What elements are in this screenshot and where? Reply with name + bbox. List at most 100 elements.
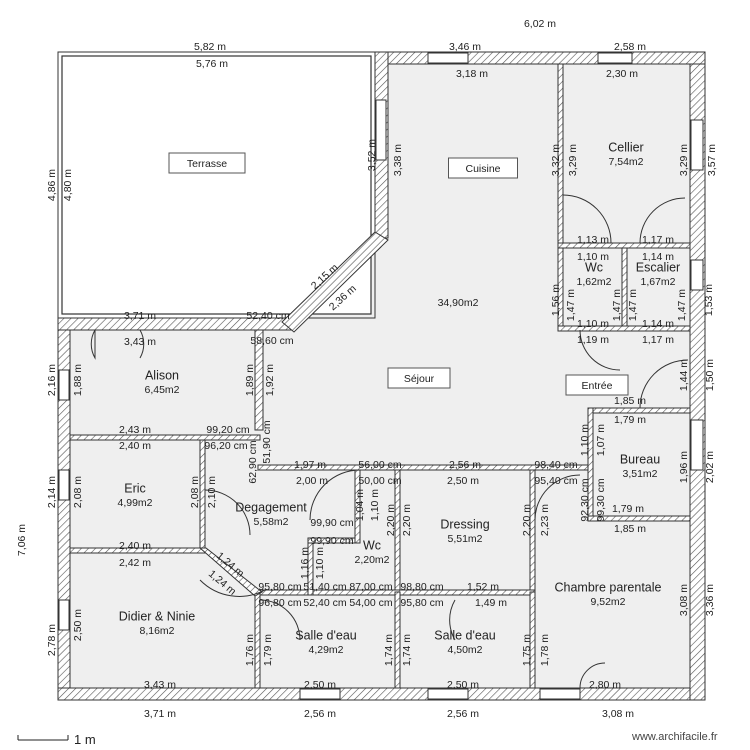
dimension-label: 1,74 m [383,634,395,666]
dimension-label: 7,06 m [16,524,28,556]
room-area: 4,99m2 [117,497,152,509]
dimension-label: 1,50 m [704,359,716,391]
wall [529,591,536,689]
dimension-label: 1,14 m [642,318,674,330]
room-name: Chambre parentale [554,580,661,594]
room-name: Séjour [404,373,435,385]
door-swing [449,599,456,641]
dimension-label: 2,10 m [206,476,218,508]
window [539,688,581,700]
room-name: Terrasse [187,158,227,170]
dimension-label: 51,90 cm [261,420,273,463]
dimension-label: 98,80 cm [400,581,443,593]
wall [394,591,401,689]
dimension-label: 96,80 cm [258,597,301,609]
room-name: Cuisine [465,163,500,175]
dimension-label: 2,20 m [521,504,533,536]
door-swing [199,579,266,597]
dimension-label: 3,71 m [144,708,176,720]
dimension-label: 99,90 cm [310,517,353,529]
scale-label: 1 m [74,732,96,747]
door-swing [579,662,606,689]
dimension-label: 92,30 cm [579,478,591,521]
dimension-label: 1,78 m [539,634,551,666]
room-name: Wc [585,260,603,274]
room-name: Didier & Ninie [119,609,195,623]
dimension-label: 3,43 m [124,336,156,348]
dimension-label: 1,17 m [642,234,674,246]
room-area: 4,50m2 [447,644,482,656]
dimension-label: 2,02 m [704,451,716,483]
dimension-label: 52,40 cm [246,310,289,322]
dimension-label: 2,23 m [539,504,551,536]
window [427,688,469,700]
dimension-label: 2,58 m [614,41,646,53]
dimension-label: 96,20 cm [204,440,247,452]
doors-windows [58,52,704,700]
room-area: 2,20m2 [354,554,389,566]
dimension-label: 95,80 cm [258,581,301,593]
dimension-label: 99,30 cm [595,478,607,521]
dimension-label: 1,14 m [642,251,674,263]
dimension-label: 2,50 m [447,679,479,691]
dimension-label: 1,56 m [550,284,562,316]
room-name: Eric [124,481,146,495]
door-swing [90,329,96,360]
dimension-label: 1,10 m [314,547,326,579]
dimension-label: 1,74 m [401,634,413,666]
dimension-label: 98,40 cm [534,459,577,471]
dimension-label: 1,44 m [678,359,690,391]
dimension-label: 1,47 m [627,289,639,321]
door-swing [309,469,361,521]
window [690,119,704,171]
dimension-label: 52,40 cm [303,597,346,609]
dimension-label: 95,40 cm [534,475,577,487]
window [597,52,633,64]
dimension-label: 2,56 m [304,708,336,720]
room-area: 7,54m2 [608,156,643,168]
room-label-box [387,367,451,389]
dimension-label: 3,43 m [144,679,176,691]
room-label-box [448,157,518,179]
dimension-label: 1,92 m [264,364,276,396]
room-label-box [168,152,246,174]
dimension-label: 1,10 m [579,424,591,456]
dimension-label: 62,90 cm [247,440,259,483]
dimension-label: 51,40 cm [303,581,346,593]
dimension-label: 2,40 m [119,540,151,552]
dimension-label: 2,20 m [385,504,397,536]
dimension-label: 50,00 cm [358,475,401,487]
dimension-label: 1,13 m [577,234,609,246]
room-name: Degagement [235,500,307,514]
dimension-label: 1,75 m [521,634,533,666]
room-name: Cellier [608,140,643,154]
window [58,599,70,631]
dimension-label: 1,89 m [244,364,256,396]
door-swing [562,194,612,244]
room-area: 6,45m2 [144,384,179,396]
dimension-label: 58,60 cm [250,335,293,347]
dimension-label: 3,71 m [124,310,156,322]
dimension-label: 6,02 m [524,18,556,30]
dimension-label: 1,47 m [565,289,577,321]
wall [254,329,264,431]
dimension-label: 3,08 m [602,708,634,720]
door-swing [534,474,581,521]
dimension-label: 2,08 m [189,476,201,508]
dimension-label: 56,00 cm [358,459,401,471]
room-name: Wc [363,538,381,552]
dimension-label: 3,29 m [567,144,579,176]
site-watermark[interactable]: www.archifacile.fr [631,731,718,743]
dimension-label: 2,56 m [447,708,479,720]
wall [587,515,691,522]
dimension-label: 2,00 m [296,475,328,487]
dimension-label: 3,08 m [678,584,690,616]
window [299,688,341,700]
room-area: 5,51m2 [447,533,482,545]
window [58,469,70,501]
dimension-label: 3,36 m [704,584,716,616]
dimension-label: 1,10 m [577,318,609,330]
window [690,259,704,291]
dimension-label: 95,80 cm [400,597,443,609]
